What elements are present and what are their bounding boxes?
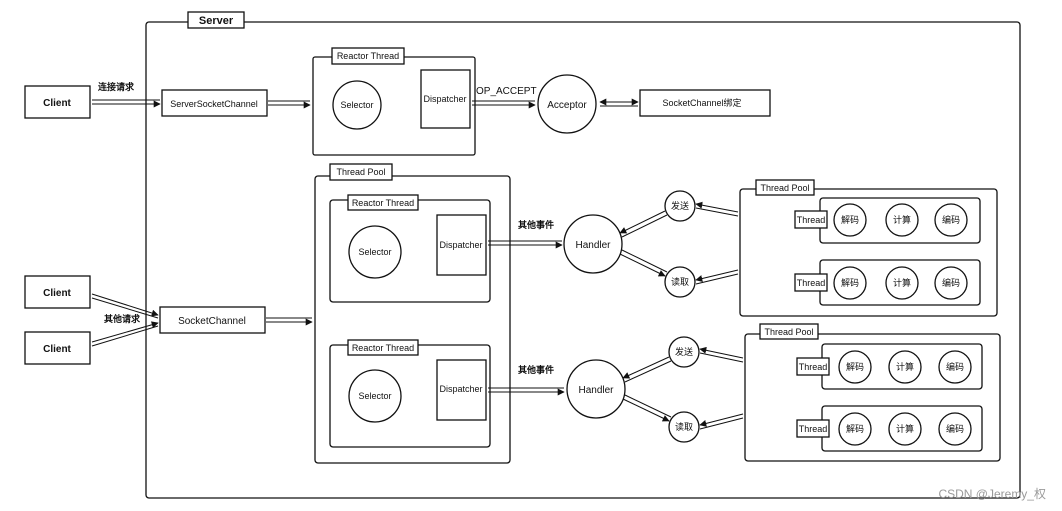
read-2 — [668, 411, 700, 443]
svg-text:计算: 计算 — [893, 214, 911, 225]
svg-text:解码: 解码 — [841, 277, 859, 288]
server-socket-channel-label: ServerSocketChannel — [170, 99, 258, 109]
svg-text:编码: 编码 — [942, 277, 960, 288]
watermark: CSDN @Jeremy_权 — [938, 487, 1046, 501]
main-dispatcher — [420, 69, 471, 129]
svg-text:解码: 解码 — [846, 361, 864, 372]
client-top: Client — [24, 85, 91, 119]
svg-text:Thread: Thread — [799, 362, 828, 372]
svg-text:计算: 计算 — [893, 277, 911, 288]
acceptor-circle — [537, 74, 597, 134]
other-event-label-1: 其他事件 — [518, 219, 554, 230]
read-1 — [664, 266, 696, 298]
svg-text:读取: 读取 — [675, 421, 693, 432]
svg-text:解码: 解码 — [846, 423, 864, 434]
send-2 — [668, 336, 700, 368]
server-title-box — [187, 11, 245, 29]
svg-text:编码: 编码 — [946, 361, 964, 372]
svg-text:Client: Client — [43, 98, 71, 109]
connect-request-label: 连接请求 — [98, 81, 135, 92]
svg-text:Thread Pool: Thread Pool — [760, 183, 809, 193]
svg-text:Thread Pool: Thread Pool — [336, 167, 385, 177]
svg-text:Dispatcher: Dispatcher — [439, 240, 482, 250]
svg-text:Selector: Selector — [358, 247, 391, 257]
main-reactor-thread-title-box — [331, 47, 405, 65]
svg-text:Dispatcher: Dispatcher — [439, 384, 482, 394]
other-request-label: 其他请求 — [104, 313, 141, 324]
svg-text:读取: 读取 — [671, 276, 689, 287]
svg-text:发送: 发送 — [675, 346, 693, 357]
main-selector — [332, 80, 382, 130]
svg-text:Selector: Selector — [358, 391, 391, 401]
svg-text:编码: 编码 — [946, 423, 964, 434]
svg-text:计算: 计算 — [896, 361, 914, 372]
svg-text:Thread: Thread — [797, 215, 826, 225]
svg-text:Reactor Thread: Reactor Thread — [352, 198, 414, 208]
handler-2 — [566, 359, 626, 419]
svg-text:Selector: Selector — [340, 100, 373, 110]
socket-channel-box — [159, 306, 266, 334]
server-title: Server — [199, 15, 234, 27]
svg-text:Thread Pool: Thread Pool — [764, 327, 813, 337]
handler-1 — [563, 214, 623, 274]
svg-text:Client: Client — [43, 288, 71, 299]
svg-text:Acceptor: Acceptor — [547, 100, 587, 111]
sub-selector-2 — [348, 369, 402, 423]
svg-text:编码: 编码 — [942, 214, 960, 225]
sub-dispatcher-2 — [436, 359, 487, 421]
svg-text:Thread: Thread — [799, 424, 828, 434]
sub-dispatcher-1 — [436, 214, 487, 276]
svg-text:Handler: Handler — [575, 240, 611, 251]
sub-thread-pool-title-box — [329, 163, 393, 181]
client-bottom: Client — [24, 331, 91, 365]
svg-text:发送: 发送 — [671, 200, 689, 211]
svg-text:Thread: Thread — [797, 278, 826, 288]
socket-channel-bind-box — [639, 89, 771, 117]
svg-text:Client: Client — [43, 344, 71, 355]
other-event-label-2: 其他事件 — [518, 364, 554, 375]
client-middle: Client — [24, 275, 91, 309]
svg-text:Handler: Handler — [578, 385, 614, 396]
socket-channel-label: SocketChannel — [178, 316, 246, 327]
server-socket-channel-box — [161, 89, 268, 117]
svg-text:Dispatcher: Dispatcher — [423, 94, 466, 104]
svg-text:Reactor Thread: Reactor Thread — [337, 51, 399, 61]
svg-text:计算: 计算 — [896, 423, 914, 434]
op-accept-label: OP_ACCEPT — [476, 86, 537, 97]
sub-selector-1 — [348, 225, 402, 279]
svg-text:解码: 解码 — [841, 214, 859, 225]
send-1 — [664, 190, 696, 222]
socket-channel-bind-label: SocketChannel绑定 — [662, 97, 741, 108]
svg-text:Reactor Thread: Reactor Thread — [352, 343, 414, 353]
